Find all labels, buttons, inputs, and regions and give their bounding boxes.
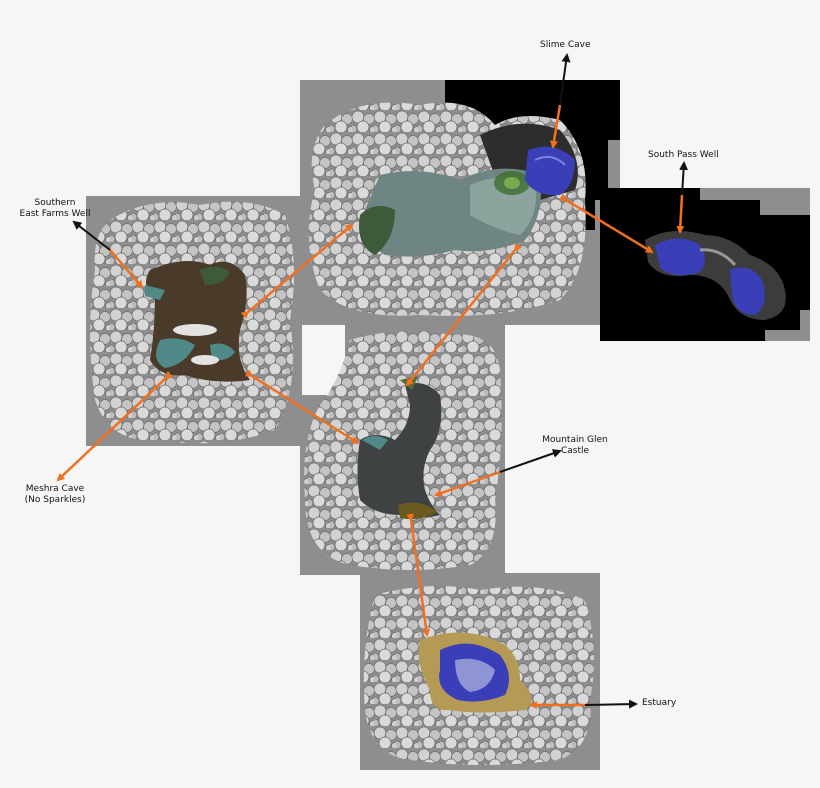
arrow-farms-to-slime-region — [240, 223, 354, 319]
label-meshra-line2: (No Sparkles) — [24, 495, 86, 505]
tile-mountain-glen — [300, 325, 505, 575]
label-slime-cave-text: Slime Cave — [540, 40, 591, 50]
arrow-slime-region-to-glen — [405, 242, 522, 387]
arrow-estuary-label — [584, 699, 638, 709]
tile-south-pass-well — [600, 188, 810, 341]
label-south-pass-well: South Pass Well — [648, 150, 719, 161]
arrow-glen-castle — [434, 470, 501, 497]
label-meshra-cave: Meshra Cave (No Sparkles) — [10, 484, 100, 506]
arrow-slime-to-southpass — [558, 193, 654, 254]
arrow-farms-to-glen — [244, 369, 360, 445]
arrow-southpass-label — [679, 161, 689, 196]
label-estuary-text: Estuary — [642, 698, 677, 708]
arrow-meshra — [56, 370, 174, 482]
arrow-farms-well-label — [72, 220, 111, 251]
label-mountain-glen-castle: Mountain Glen Castle — [530, 435, 620, 457]
label-mountain-glen-line1: Mountain Glen — [542, 435, 608, 445]
arrow-slime-label — [559, 53, 571, 106]
arrow-southpass-down — [676, 194, 685, 234]
label-southern-east-farms-well: Southern East Farms Well — [10, 198, 100, 220]
label-southern-line2: East Farms Well — [19, 209, 91, 219]
label-mountain-glen-line2: Castle — [560, 446, 590, 456]
arrow-glen-castle-label — [499, 449, 562, 473]
connection-arrows — [56, 53, 689, 709]
label-southern-line1: Southern — [34, 198, 76, 208]
tile-estuary — [360, 573, 600, 770]
arrow-slime-down — [550, 104, 562, 149]
label-south-pass-well-text: South Pass Well — [648, 150, 719, 160]
label-meshra-line1: Meshra Cave — [25, 484, 85, 494]
label-slime-cave: Slime Cave — [540, 40, 591, 51]
arrow-glen-to-estuary — [406, 513, 431, 637]
arrow-farms-well — [109, 249, 144, 289]
tile-east-farms-well — [86, 196, 302, 446]
label-estuary: Estuary — [642, 698, 676, 709]
